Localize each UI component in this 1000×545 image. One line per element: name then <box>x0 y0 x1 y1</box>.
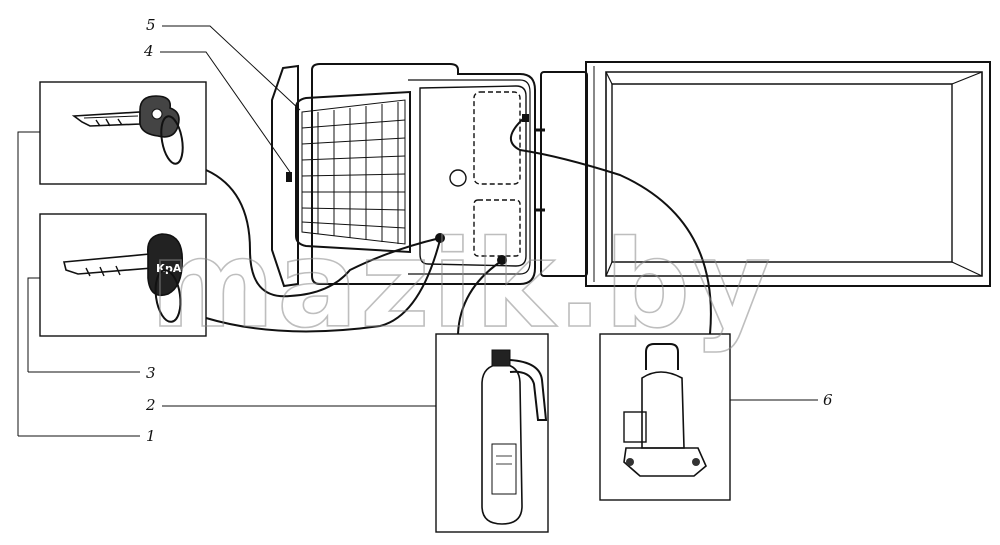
watermark-text: mazik.by <box>150 216 773 355</box>
callout-6: 6 <box>823 391 833 409</box>
jack-box <box>599 333 731 501</box>
callout-4: 4 <box>143 42 154 60</box>
marker-right <box>522 114 529 122</box>
leader-lines <box>17 25 818 437</box>
truck-top-view <box>271 63 545 288</box>
callout-1: 1 <box>146 427 156 445</box>
callout-numbers: 5 4 3 2 1 6 <box>143 16 833 445</box>
key-box-top <box>39 81 207 185</box>
callout-2: 2 <box>145 396 156 414</box>
cargo-body <box>540 61 991 287</box>
key-box-bottom: КрА <box>39 213 207 337</box>
marker-front <box>286 172 292 182</box>
callout-5: 5 <box>146 16 156 34</box>
connector-curves <box>205 117 712 335</box>
extinguisher-box <box>435 333 549 533</box>
callout-3: 3 <box>146 364 156 382</box>
hood-grid <box>301 102 406 244</box>
